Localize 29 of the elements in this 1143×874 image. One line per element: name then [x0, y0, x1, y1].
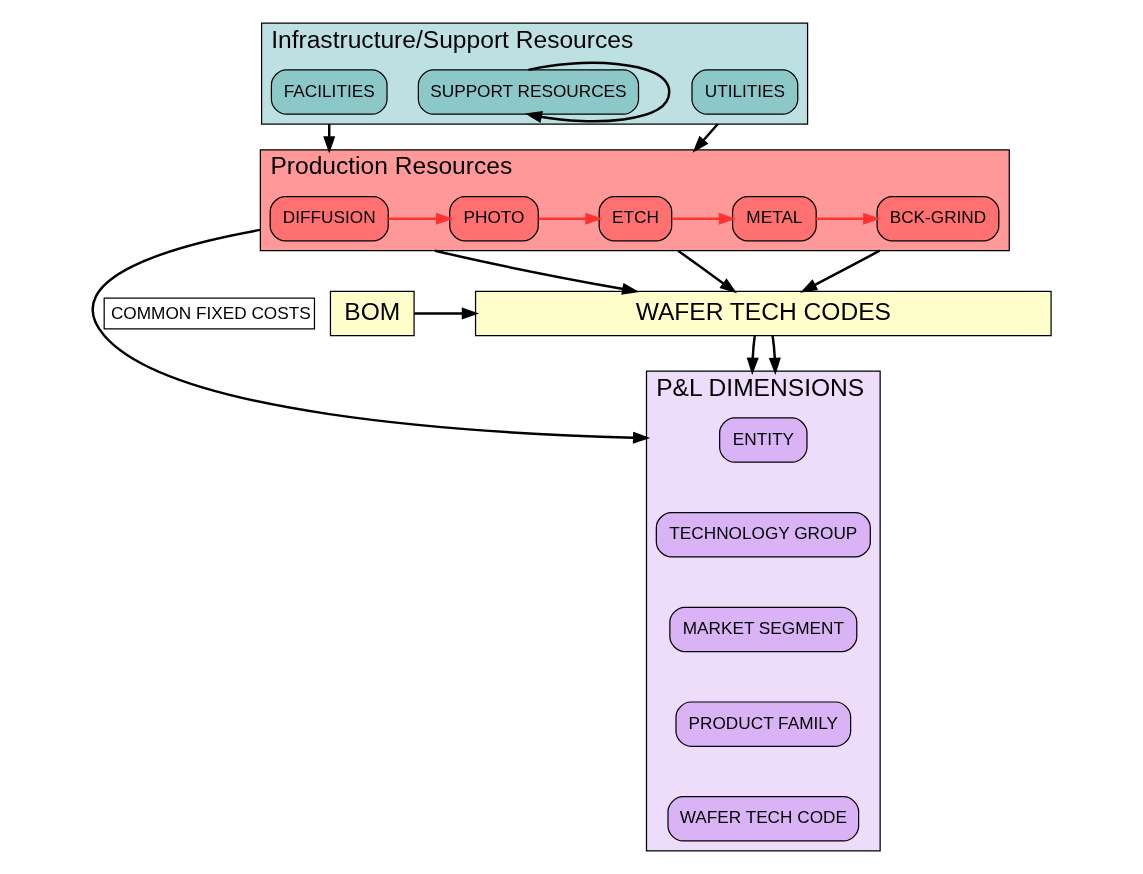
node-box: TECHNOLOGY GROUP [655, 512, 871, 558]
arrow [692, 123, 719, 153]
node-box: ENTITY [719, 417, 808, 463]
arrow [388, 212, 454, 225]
node-box: BCK-GRIND [876, 195, 1000, 242]
node-box: FACILITIES [270, 69, 388, 115]
node-box: SUPPORT RESOURCES [417, 69, 640, 115]
node-box: UTILITIES [691, 69, 799, 115]
node-box: BOM [329, 290, 415, 337]
node-box: ETCH [598, 195, 673, 242]
node-box: PRODUCT FAMILY [675, 701, 852, 747]
arrow [746, 335, 759, 375]
arrow [538, 212, 603, 225]
node-box: METAL [731, 195, 817, 242]
node-box: DIFFUSION [269, 195, 389, 242]
arrow [671, 212, 737, 225]
arrow [434, 249, 640, 295]
edge-label: COMMON FIXED COSTS [110, 302, 311, 323]
node-box: WAFER TECH CODE [667, 796, 860, 842]
node-box: WAFER TECH CODES [474, 290, 1052, 337]
arrow [677, 249, 737, 294]
arrow [768, 335, 781, 375]
arrow [816, 212, 881, 225]
arrow [524, 61, 671, 123]
node-box: MARKET SEGMENT [669, 606, 858, 653]
node-box: PHOTO [449, 195, 539, 242]
arrow [800, 249, 881, 293]
arrow [91, 228, 651, 444]
arrow [414, 307, 479, 320]
